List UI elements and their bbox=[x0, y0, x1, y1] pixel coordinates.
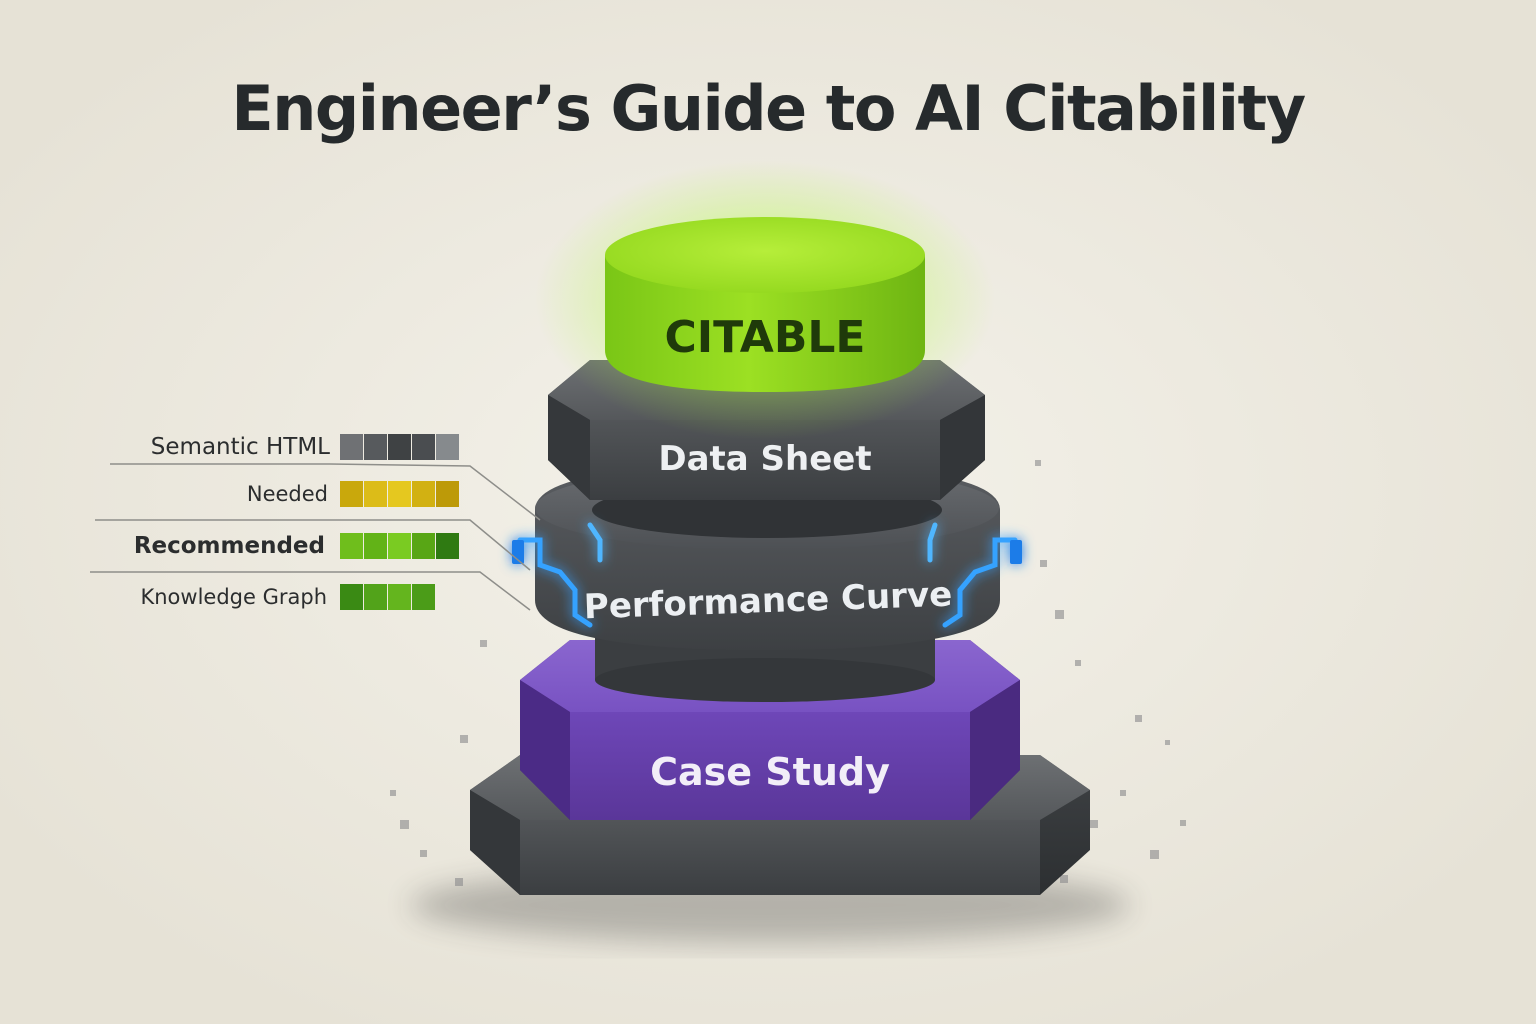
citable-label: CITABLE bbox=[665, 312, 866, 363]
legend-swatches-semantic-html bbox=[340, 434, 460, 460]
legend-swatch bbox=[364, 434, 387, 460]
legend-swatches-knowledge-graph bbox=[340, 584, 436, 610]
legend-swatch bbox=[388, 481, 411, 507]
legend-swatch bbox=[412, 533, 435, 559]
legend-row-knowledge-graph: Knowledge Graph bbox=[0, 582, 327, 612]
legend-swatch bbox=[388, 434, 411, 460]
legend-swatch bbox=[340, 584, 363, 610]
legend-swatch bbox=[364, 533, 387, 559]
legend-swatch bbox=[364, 481, 387, 507]
legend-swatch bbox=[388, 533, 411, 559]
legend-swatch bbox=[340, 481, 363, 507]
legend-label: Knowledge Graph bbox=[140, 582, 327, 612]
legend-row-semantic-html: Semantic HTML bbox=[0, 432, 330, 462]
legend-swatch bbox=[412, 481, 435, 507]
legend-swatches-recommended bbox=[340, 533, 460, 559]
legend-swatch bbox=[412, 584, 435, 610]
legend-swatch bbox=[436, 481, 459, 507]
legend-label: Semantic HTML bbox=[151, 432, 330, 462]
legend-swatch bbox=[388, 584, 411, 610]
legend-label: Recommended bbox=[134, 531, 325, 561]
citable-layer: CITABLE bbox=[535, 160, 995, 440]
legend-swatch bbox=[436, 434, 459, 460]
legend-swatch bbox=[364, 584, 387, 610]
legend-row-needed: Needed bbox=[0, 479, 328, 509]
legend-swatch bbox=[436, 533, 459, 559]
legend-swatch bbox=[340, 434, 363, 460]
legend-label: Needed bbox=[247, 479, 328, 509]
case-study-label: Case Study bbox=[650, 750, 890, 794]
legend-swatch bbox=[412, 434, 435, 460]
data-sheet-label: Data Sheet bbox=[658, 439, 871, 479]
legend-swatch bbox=[340, 533, 363, 559]
legend-swatches-needed bbox=[340, 481, 460, 507]
legend-row-recommended: Recommended bbox=[0, 531, 325, 561]
